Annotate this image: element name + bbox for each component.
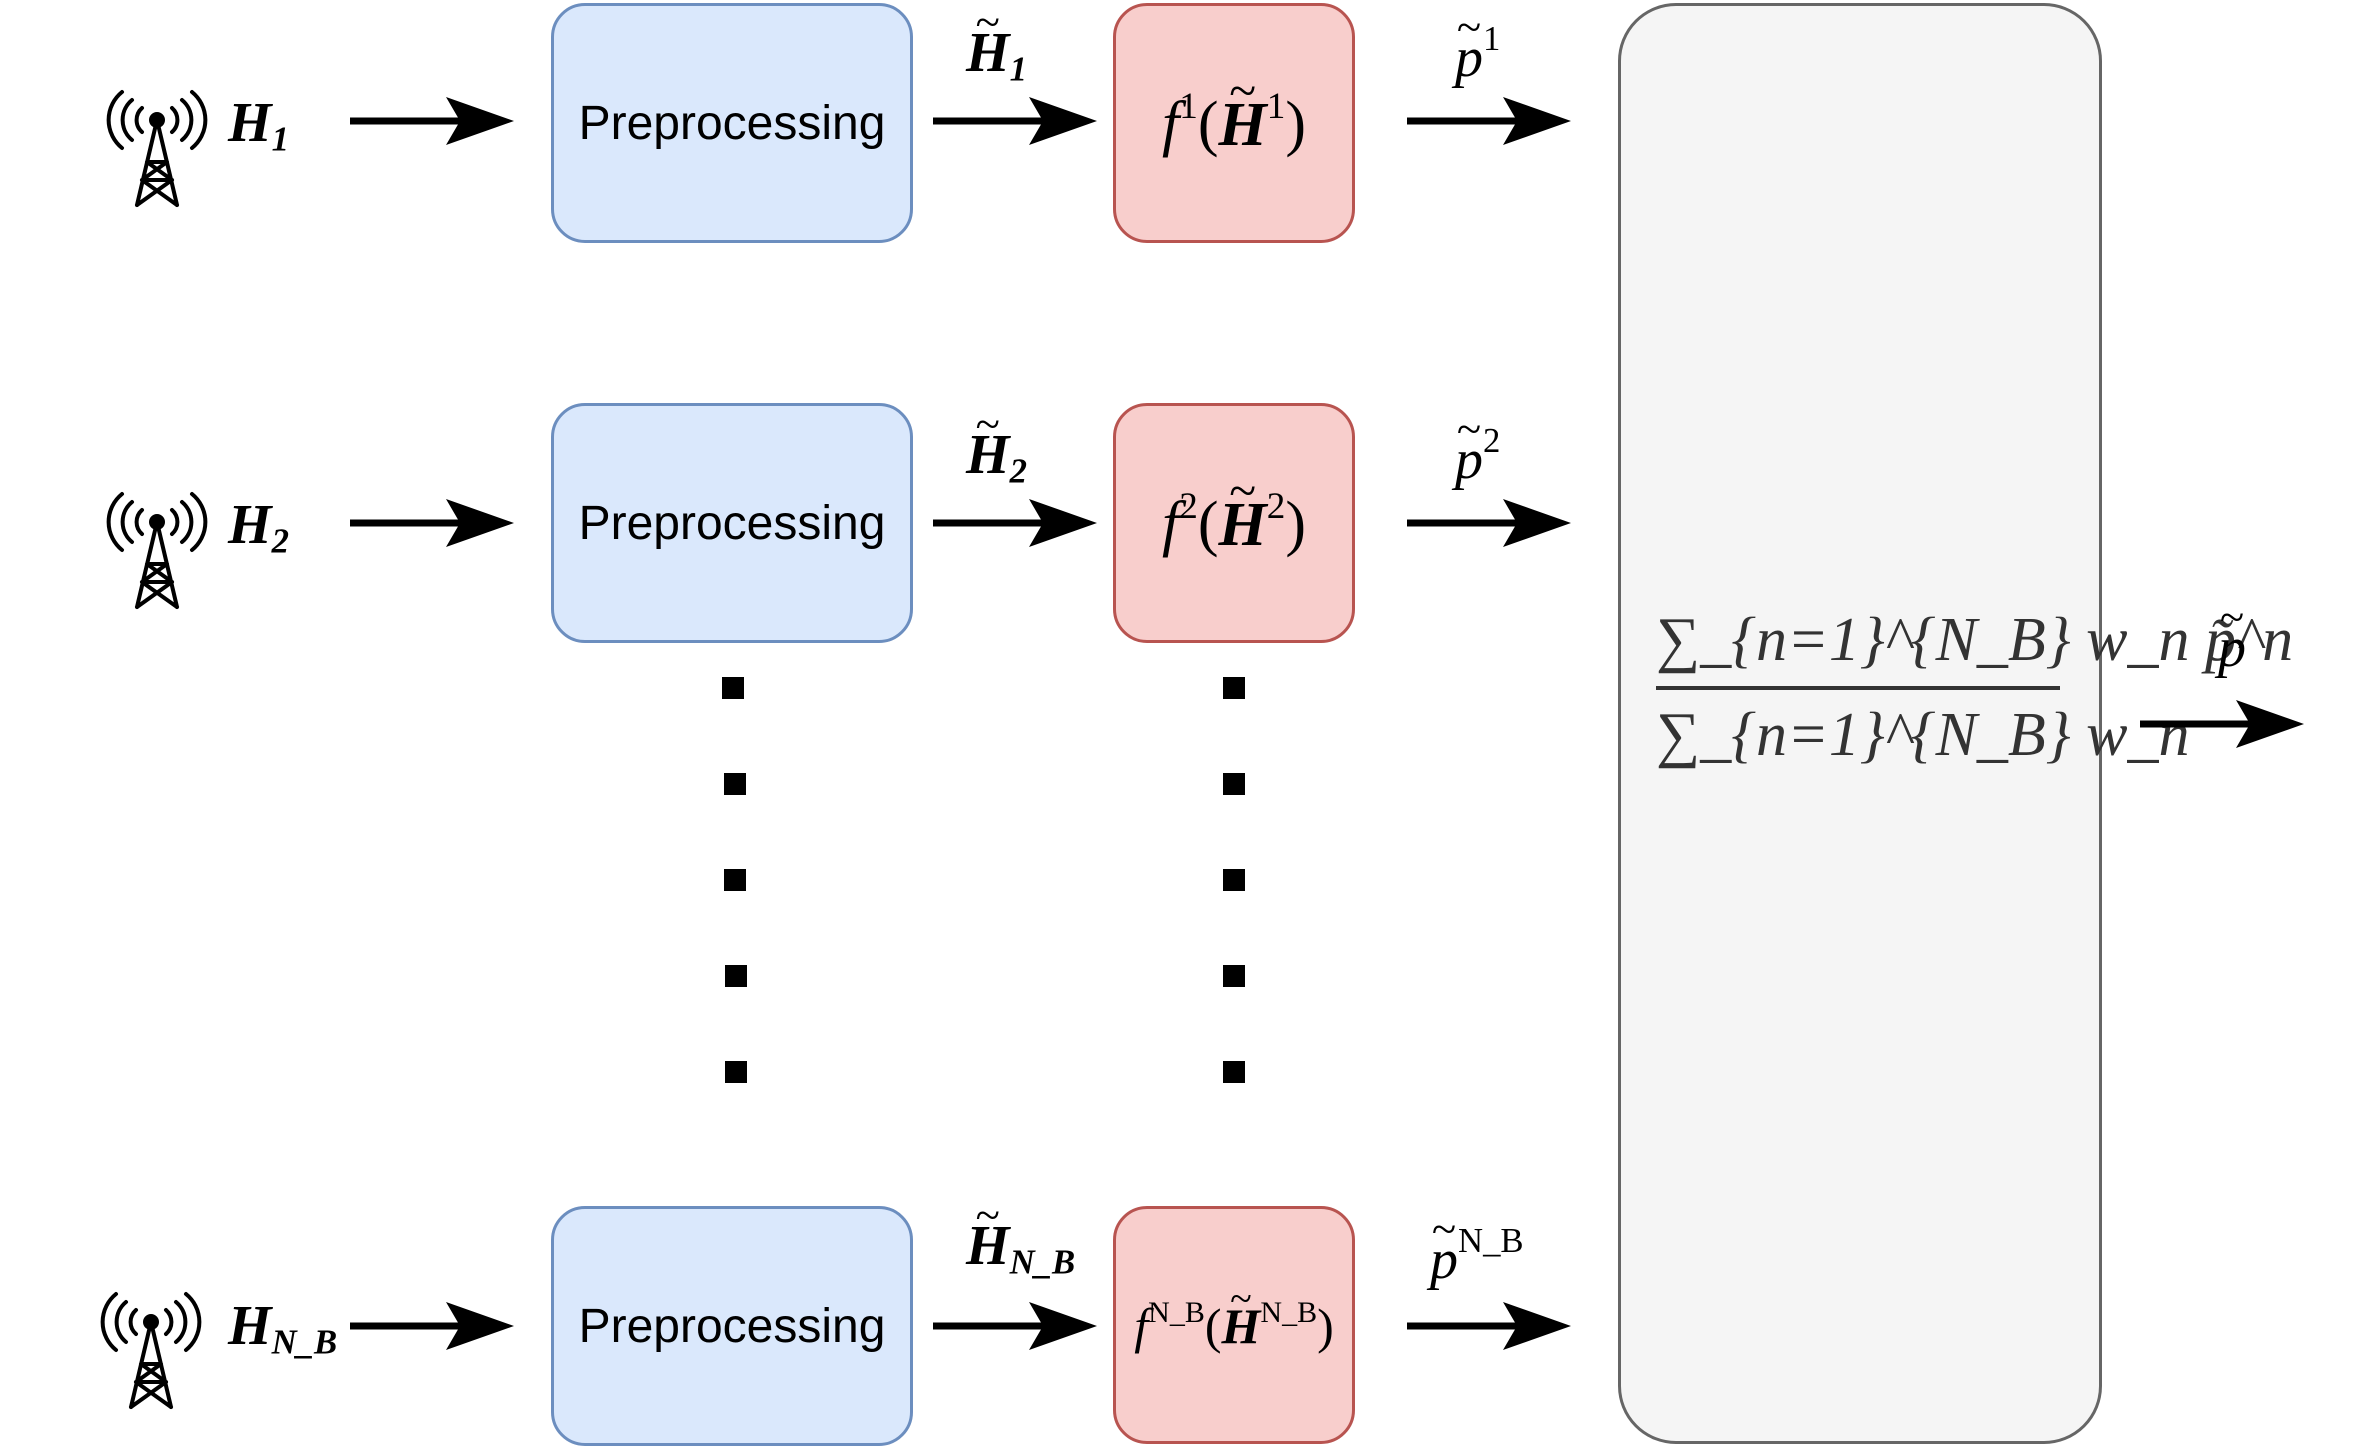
ellipsis-dot xyxy=(1223,677,1245,699)
ellipsis-dot xyxy=(725,1061,747,1083)
formula-denominator: ∑_{n=1}^{N_B} w_n xyxy=(1656,701,2190,770)
ellipsis-dot xyxy=(724,869,746,891)
arrow xyxy=(350,499,514,547)
ellipsis-dot xyxy=(1223,965,1245,987)
arrow xyxy=(1407,499,1571,547)
output-label: p xyxy=(2218,620,2246,676)
preprocessing-label: Preprocessing xyxy=(578,496,886,550)
preprocessed-label-2: H2 xyxy=(966,427,1027,489)
preprocessing-box-2: Preprocessing xyxy=(551,403,913,643)
arrow xyxy=(1407,97,1571,145)
antenna-tower-icon xyxy=(106,492,208,609)
model-box-1: f1(H1) xyxy=(1113,3,1355,243)
model-box-2: f2(H2) xyxy=(1113,403,1355,643)
arrow xyxy=(933,499,1097,547)
model-label: fN_B(HN_B) xyxy=(1134,1296,1334,1355)
formula-numerator: ∑_{n=1}^{N_B} w_n p̃^n xyxy=(1656,606,2294,674)
ellipsis-dot xyxy=(1223,773,1245,795)
antenna-tower-icon xyxy=(100,1292,202,1409)
preprocessing-box-1: Preprocessing xyxy=(551,3,913,243)
weighted-average-formula: ∑_{n=1}^{N_B} w_n p̃^n ∑_{n=1}^{N_B} w_n xyxy=(1656,605,2294,772)
input-label-nb: HN_B xyxy=(228,1295,338,1362)
arrow xyxy=(933,97,1097,145)
ellipsis-dot xyxy=(1223,869,1245,891)
model-label: f2(H2) xyxy=(1162,485,1306,560)
prediction-label-1: p1 xyxy=(1455,21,1500,86)
input-label-2: H2 xyxy=(228,494,289,561)
output-arrow xyxy=(2140,700,2304,748)
preprocessed-label-nb: HN_B xyxy=(966,1218,1075,1280)
fraction-bar xyxy=(1656,686,2060,691)
model-box-nb: fN_B(HN_B) xyxy=(1113,1206,1355,1444)
ellipsis-dot xyxy=(722,677,744,699)
arrow xyxy=(1407,1302,1571,1350)
arrow xyxy=(350,1302,514,1350)
preprocessing-box-nb: Preprocessing xyxy=(551,1206,913,1446)
weighted-average-box xyxy=(1618,3,2102,1444)
ellipsis-dot xyxy=(725,965,747,987)
preprocessed-label-1: H1 xyxy=(966,25,1027,87)
ellipsis-dot xyxy=(724,773,746,795)
preprocessing-label: Preprocessing xyxy=(578,96,886,150)
antenna-tower-icon xyxy=(106,90,208,207)
arrow xyxy=(933,1302,1097,1350)
ellipsis-dot xyxy=(1223,1061,1245,1083)
prediction-label-nb: pN_B xyxy=(1430,1223,1524,1288)
preprocessing-label: Preprocessing xyxy=(578,1299,886,1353)
prediction-label-2: p2 xyxy=(1455,423,1500,488)
arrow xyxy=(350,97,514,145)
model-label: f1(H1) xyxy=(1162,85,1306,160)
input-label-1: H1 xyxy=(228,92,289,159)
